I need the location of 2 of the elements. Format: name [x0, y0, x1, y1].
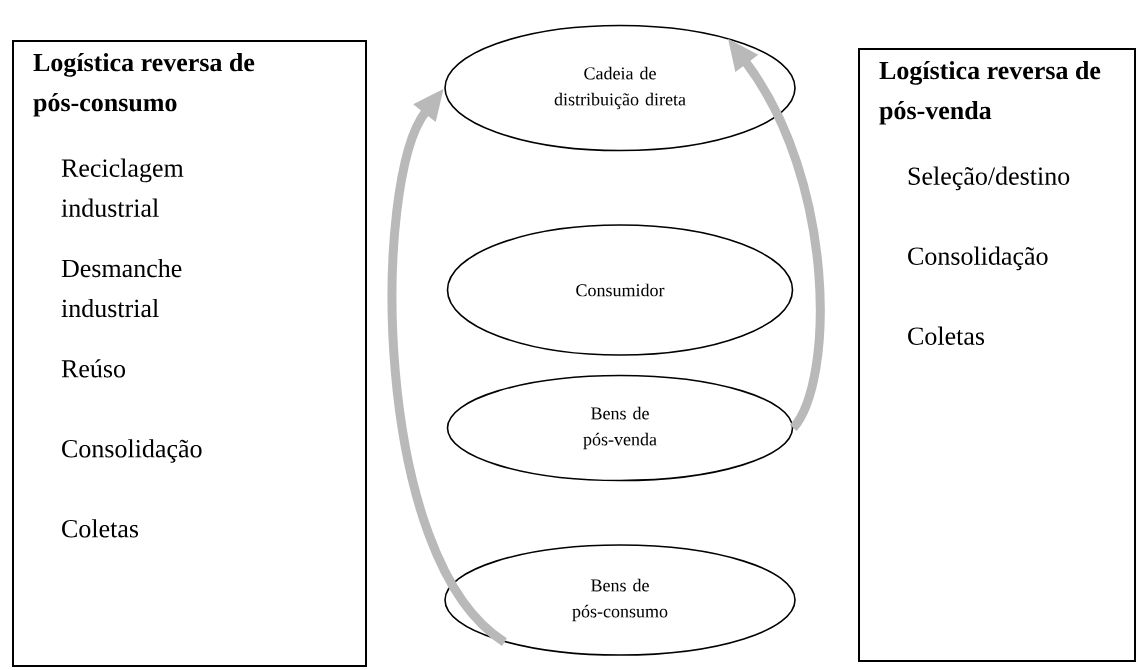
- text-box: Logística reversa de pós-consumo Reciclagem industrial Desmanche industrial Reúso Consolidação Coletas: [12, 40, 367, 667]
- text-box: Logística reversa de pós-venda Seleção/destino Consolidação Coletas: [858, 48, 1136, 662]
